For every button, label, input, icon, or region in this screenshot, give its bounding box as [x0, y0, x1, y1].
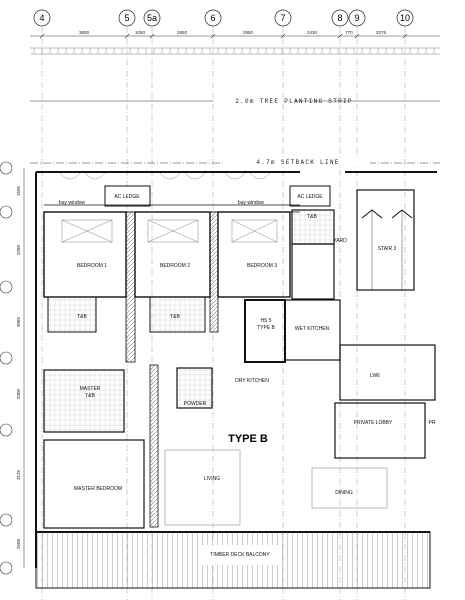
room-label: bay window — [59, 200, 86, 206]
room-label: MASTER — [80, 386, 101, 392]
grid-label: 5 — [124, 13, 129, 23]
grid-label: 4 — [39, 13, 44, 23]
grid-label: 8 — [337, 13, 342, 23]
room-label: MASTER BEDROOM — [74, 486, 122, 492]
room-label: BEDROOM 2 — [160, 263, 190, 269]
dimension-text: 1050 — [135, 30, 146, 35]
unit-type-label: TYPE B — [228, 433, 268, 445]
grid-bubble: 10 — [396, 9, 414, 27]
dimension-text: 3800 — [79, 30, 90, 35]
grid-bubble: 5 — [118, 9, 136, 27]
living-zone — [43, 439, 388, 529]
dimension-text: 2950 — [243, 30, 254, 35]
planting-strip-note: 2.0m TREE PLANTING STRIP — [30, 98, 440, 105]
bath-zone — [47, 296, 206, 333]
room-label: bay window — [238, 200, 265, 206]
room-label: TIMBER DECK BALCONY — [210, 552, 270, 558]
room-label: BEDROOM 3 — [247, 263, 277, 269]
powder-room — [176, 367, 213, 409]
room-label: T&B — [77, 314, 87, 320]
room-label: T&B — [85, 393, 95, 399]
room-label: WET KITCHEN — [295, 326, 330, 332]
structural-column — [149, 364, 159, 528]
room-label: T&B — [307, 214, 317, 220]
tick-row — [30, 47, 440, 55]
dimension-text: 3125 — [16, 469, 21, 480]
room-label: LW6 — [370, 373, 380, 379]
dimension-text: 2075 — [376, 30, 387, 35]
master-bath — [43, 369, 125, 433]
dimension-text: 3300 — [16, 388, 21, 399]
room-label: LIVING — [204, 476, 221, 482]
dimension-text: 2850 — [177, 30, 188, 35]
room-label: AC LEDGE — [114, 194, 140, 200]
wardrobe-marks — [61, 219, 278, 243]
room-label: POWDER — [184, 401, 207, 407]
setback-label: 4.7m SETBACK LINE — [256, 159, 339, 166]
grid-bubble: 7 — [274, 9, 292, 27]
timber-deck-balcony: TIMBER DECK BALCONY — [35, 531, 431, 589]
room-label: YARD — [333, 238, 347, 244]
room-label: T&B — [170, 314, 180, 320]
room-label: TYPE B — [257, 325, 275, 331]
grid-label: 5a — [147, 13, 157, 23]
room-label: STAIR 3 — [378, 246, 397, 252]
grid-label: 9 — [354, 13, 359, 23]
room-label: AC LEDGE — [297, 194, 323, 200]
grid-bubble: 5a — [143, 9, 161, 27]
column-dimension-line: 3800 1050 2850 2950 2430 770 2075 — [30, 30, 440, 39]
room-label: DRY KITCHEN — [235, 378, 269, 384]
ac-ledge-area: AC LEDGE AC LEDGE bay window bay window — [44, 172, 331, 213]
setback-line: 4.7m SETBACK LINE — [30, 157, 440, 166]
dimension-text: 3260 — [16, 244, 21, 255]
dimension-text: 3065 — [16, 316, 21, 327]
room-label: PRIVATE LOBBY — [354, 420, 393, 426]
grid-label: 6 — [210, 13, 215, 23]
grid-column-bubbles: 4 5 5a 6 7 8 9 10 — [33, 9, 414, 27]
dimension-text: 770 — [345, 30, 353, 35]
row-dimension-line: 1595 3260 3065 3300 3125 2508 — [0, 161, 25, 575]
dimension-text: 2508 — [16, 538, 21, 549]
grid-bubble: 4 — [33, 9, 51, 27]
bedroom-zone — [43, 211, 291, 363]
dimension-text: 2430 — [307, 30, 318, 35]
room-label: PR — [429, 420, 436, 426]
grid-bubble: 6 — [204, 9, 222, 27]
service-block — [291, 189, 415, 300]
stair-arrows — [361, 209, 413, 290]
tick-marks — [33, 48, 435, 54]
grid-label: 10 — [400, 13, 410, 23]
room-label: BEDROOM 1 — [77, 263, 107, 269]
planting-strip-label: 2.0m TREE PLANTING STRIP — [235, 98, 353, 105]
private-lobby — [334, 402, 426, 459]
grid-bubble: 8 — [331, 9, 349, 27]
dimension-text: 1595 — [16, 185, 21, 196]
kitchen-zone — [244, 299, 436, 401]
room-label: HS 5 — [260, 318, 271, 324]
grid-bubble: 9 — [348, 9, 366, 27]
grid-label: 7 — [280, 13, 285, 23]
room-label: DINING — [335, 490, 353, 496]
